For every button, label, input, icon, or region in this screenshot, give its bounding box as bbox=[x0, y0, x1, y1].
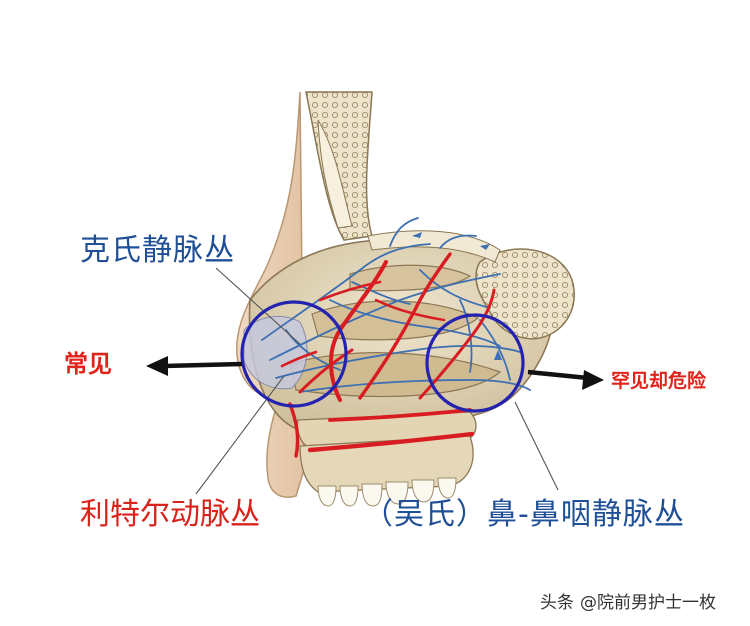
watermark-platform: 头条 bbox=[540, 593, 574, 613]
rare-but-dangerous-label: 罕见却危险 bbox=[611, 370, 707, 392]
sphenoid-bone bbox=[475, 248, 575, 340]
nasal-vestibule bbox=[243, 316, 308, 390]
little-area-plexus-label: 利特尔动脉丛 bbox=[80, 497, 260, 532]
watermark-author: @院前男护士一枚 bbox=[580, 593, 716, 613]
kiesselbach-plexus-label: 克氏静脉丛 bbox=[80, 233, 235, 268]
common-label: 常见 bbox=[64, 350, 112, 378]
arrow-right-icon bbox=[527, 369, 604, 390]
arrow-left-icon bbox=[146, 356, 243, 376]
anterior-bleeding-zone-circle bbox=[240, 300, 348, 408]
teeth bbox=[317, 477, 457, 507]
venous-flow-arrows bbox=[412, 232, 502, 360]
leader-lines bbox=[195, 267, 559, 495]
woodruff-plexus-label: （吴氏）鼻-鼻咽静脉丛 bbox=[363, 497, 685, 532]
watermark: 头条 @院前男护士一枚 bbox=[540, 588, 716, 613]
posterior-bleeding-zone-circle bbox=[425, 313, 525, 413]
frontal-sinus bbox=[317, 119, 353, 229]
venous-network bbox=[261, 217, 531, 393]
